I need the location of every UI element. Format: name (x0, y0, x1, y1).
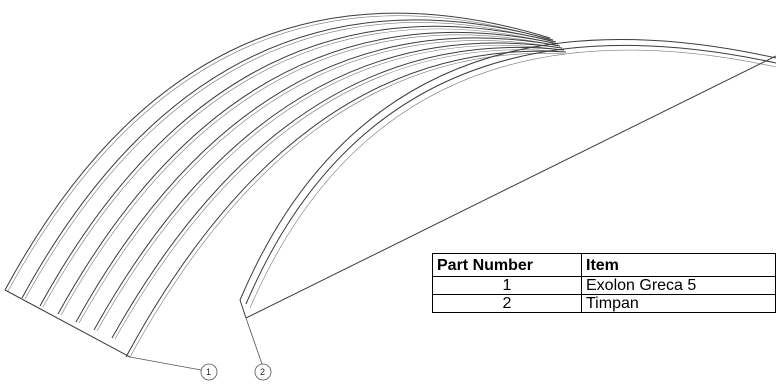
arch-rib (75, 37, 561, 323)
tympanum-arch-inner (245, 45, 776, 305)
arched-roof-sheets (4, 12, 567, 358)
arch-rib (96, 45, 563, 332)
tympanum-end-wall (239, 39, 776, 319)
balloon-2 (254, 363, 272, 381)
sheet-bottom-edge (4, 289, 131, 358)
tympanum-arch-outer (239, 39, 776, 301)
balloon-label-2: 2 (260, 367, 265, 377)
balloon-label-1: 1 (206, 367, 211, 377)
arch-rib (21, 19, 554, 299)
arch-rib (42, 28, 557, 308)
arch-rib (24, 22, 554, 300)
arch-rib (125, 50, 567, 358)
arch-rib (93, 42, 563, 331)
table-header-row: Part Number Item (432, 253, 776, 277)
header-item: Item (581, 253, 776, 277)
arch-rib (39, 25, 557, 307)
header-part-number: Part Number (432, 253, 582, 277)
table-row: 2 Timpan (432, 294, 776, 313)
arch-rib (57, 31, 559, 315)
tympanum-arch-inner2 (249, 49, 776, 309)
leader-line-2 (245, 317, 263, 365)
arch-rib (78, 40, 561, 324)
parts-list-table: Part Number Item 1 Exolon Greca 5 2 Timp… (432, 253, 776, 313)
arch-rib (7, 15, 551, 292)
balloon-1 (200, 363, 218, 381)
item-cell: Exolon Greca 5 (581, 276, 776, 295)
arch-rib (60, 34, 559, 316)
part-number-cell: 1 (432, 276, 582, 295)
tympanum-foot (239, 299, 247, 319)
leader-line-1 (129, 356, 202, 371)
arch-rib (4, 12, 551, 291)
tympanum-base-line (245, 55, 776, 319)
arch-rib (114, 49, 565, 340)
callouts: 1 2 (129, 317, 272, 381)
arch-rib (111, 46, 565, 339)
item-cell: Timpan (581, 294, 776, 313)
part-number-cell: 2 (432, 294, 582, 313)
table-row: 1 Exolon Greca 5 (432, 276, 776, 295)
